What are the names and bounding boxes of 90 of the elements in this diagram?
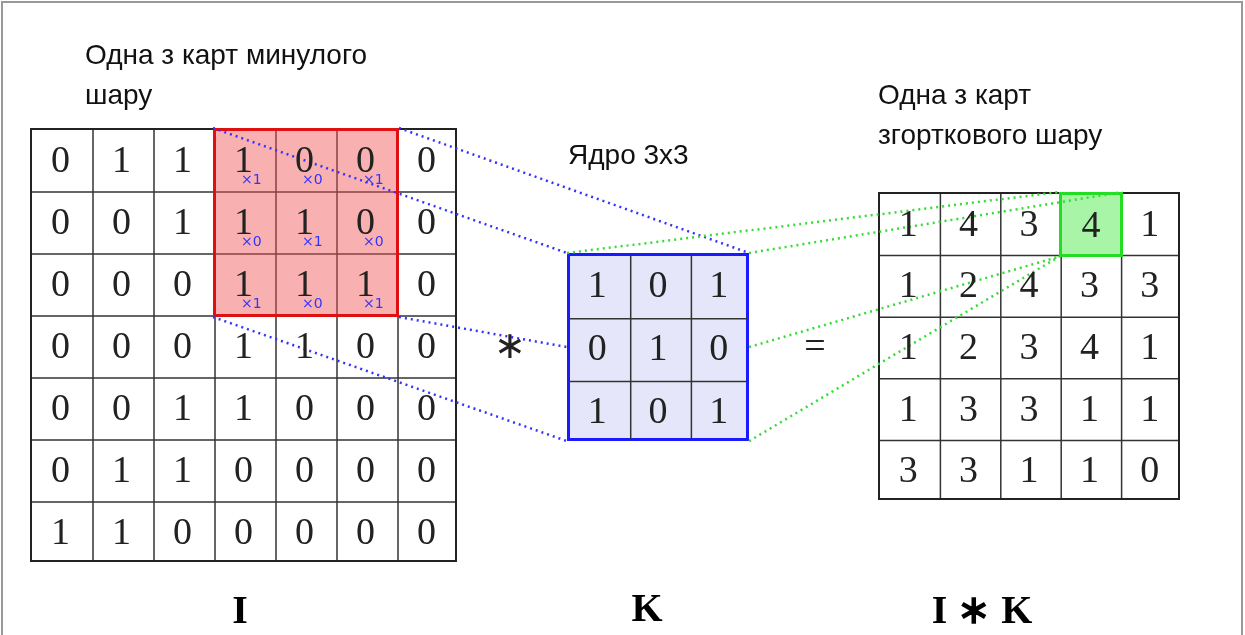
cell-value: 3 <box>1019 203 1039 242</box>
projection-line <box>748 190 1123 255</box>
cell-value: 2 <box>959 265 979 304</box>
matrix-symbol: I <box>232 590 248 630</box>
cell-value: 0 <box>234 512 253 550</box>
cell-value: 0 <box>356 388 375 426</box>
cell-value: 0 <box>173 326 192 364</box>
cell-value: 0 <box>51 388 70 426</box>
matrix-heading: Ядро 3x3 <box>568 138 690 172</box>
cell-value: 1 <box>648 328 668 367</box>
cell-value: 1 <box>173 450 192 488</box>
cell-value: 1 <box>1140 203 1160 242</box>
cell-value: 1 <box>1140 388 1160 427</box>
cell-value: 0 <box>51 202 70 240</box>
cell-value: 0 <box>1140 450 1160 489</box>
cell-value: 0 <box>417 388 436 426</box>
cell-value: 3 <box>898 450 918 489</box>
highlighted-cell: 4 <box>1059 192 1123 257</box>
cell-value: 1 <box>587 265 607 304</box>
cell-value: 3 <box>959 388 979 427</box>
cell-value: 1 <box>1140 327 1160 365</box>
operator-symbol: ∗ <box>494 326 526 364</box>
matrix-heading: Одна з карт згорткового шару <box>878 78 1104 152</box>
cell-value: 0 <box>234 450 253 488</box>
cell-value: 1 <box>112 512 131 550</box>
cell-value: 0 <box>587 328 607 367</box>
cell-value: 4 <box>959 203 979 242</box>
cell-value: 0 <box>356 450 375 488</box>
cell-value: 1 <box>51 512 70 550</box>
cell-value: 0 <box>51 140 70 178</box>
cell-value: 1 <box>898 388 918 427</box>
cell-value: 1 <box>173 388 192 426</box>
cell-value: 4 <box>1019 265 1039 304</box>
cell-value: 1 <box>234 326 253 364</box>
cell-value: 0 <box>112 326 131 364</box>
cell-value: 0 <box>417 264 436 302</box>
cell-value: 0 <box>112 388 131 426</box>
cell-value: 0 <box>417 326 436 364</box>
cell-value: 0 <box>51 326 70 364</box>
projection-line <box>566 190 1060 255</box>
matrix-symbol: K <box>631 588 663 628</box>
cell-value: 0 <box>356 326 375 364</box>
cell-value: 1 <box>709 390 729 429</box>
projection-line <box>398 315 568 349</box>
operator-symbol: = <box>804 326 826 364</box>
cell-value: 0 <box>112 202 131 240</box>
cell-value: 0 <box>417 202 436 240</box>
cell-value: 1 <box>898 203 918 242</box>
cell-value: 1 <box>234 388 253 426</box>
cell-value: 3 <box>1019 327 1039 365</box>
cell-value: 1 <box>1019 450 1039 489</box>
cell-value: 0 <box>173 264 192 302</box>
cell-value: 0 <box>356 512 375 550</box>
cell-value: 0 <box>295 388 314 426</box>
cell-value: 0 <box>295 512 314 550</box>
cell-value: 2 <box>959 327 979 365</box>
cell-value: 0 <box>417 512 436 550</box>
cell-value: 0 <box>295 450 314 488</box>
cell-value: 1 <box>173 140 192 178</box>
highlight-window <box>213 128 399 317</box>
cell-value: 1 <box>112 140 131 178</box>
cell-value: 0 <box>709 328 729 367</box>
cell-value: 1 <box>1079 388 1099 427</box>
projection-line <box>748 255 1060 443</box>
cell-value: 1 <box>112 450 131 488</box>
cell-value: 1 <box>898 327 918 365</box>
projection-line <box>212 315 568 443</box>
cell-value: 1 <box>295 326 314 364</box>
matrix-heading: Одна з карт минулого шару <box>85 38 369 112</box>
cell-value: 3 <box>1079 265 1099 304</box>
cell-value: 0 <box>51 450 70 488</box>
cell-value: 0 <box>648 265 668 304</box>
cell-value: 1 <box>709 265 729 304</box>
projection-line <box>748 255 1060 349</box>
cell-value: 1 <box>898 265 918 304</box>
cell-value: 4 <box>1079 327 1099 365</box>
cell-value: 0 <box>173 512 192 550</box>
cell-value: 0 <box>112 264 131 302</box>
cell-value: 0 <box>417 140 436 178</box>
cell-value: 0 <box>648 390 668 429</box>
cell-value: 1 <box>1079 450 1099 489</box>
cell-value: 0 <box>417 450 436 488</box>
cell-value: 3 <box>1019 388 1039 427</box>
cell-value: 1 <box>173 202 192 240</box>
cell-value: 3 <box>1140 265 1160 304</box>
matrix-symbol: I ∗ K <box>931 590 1033 630</box>
cell-value: 3 <box>959 450 979 489</box>
cell-value: 0 <box>51 264 70 302</box>
cell-value: 1 <box>587 390 607 429</box>
projection-line <box>212 126 568 255</box>
